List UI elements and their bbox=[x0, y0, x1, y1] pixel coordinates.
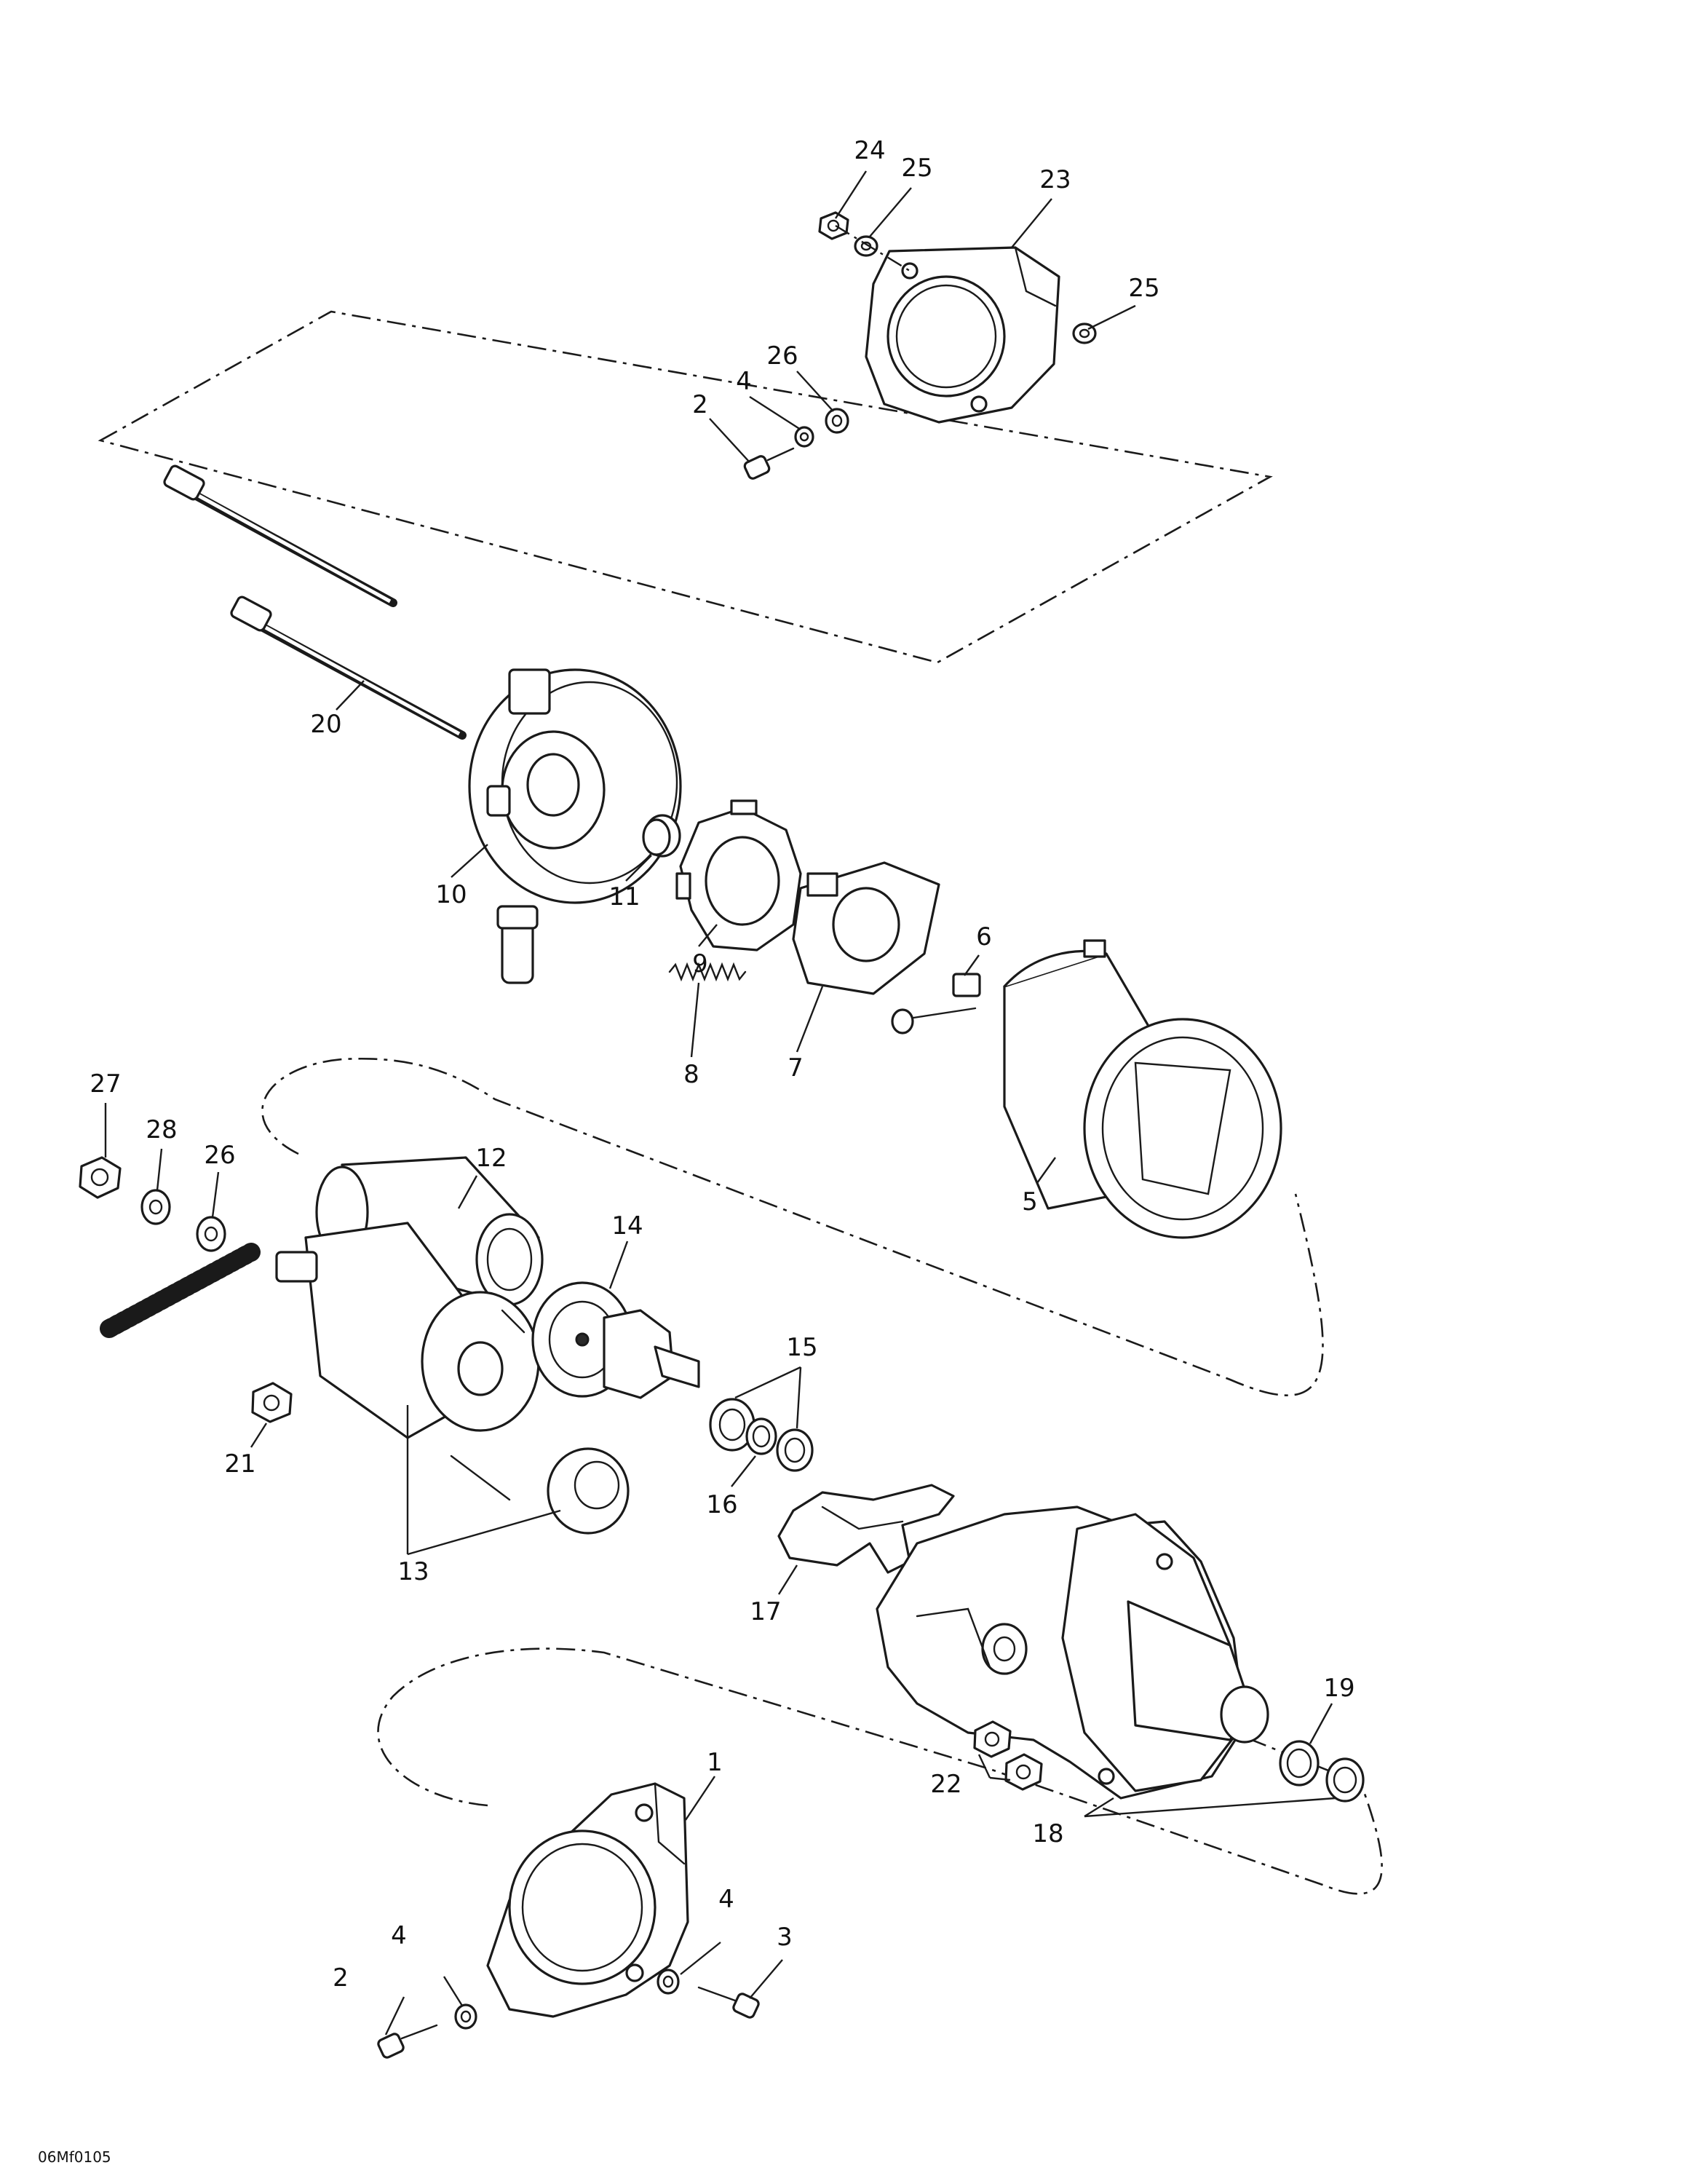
part-18-drive-housing bbox=[876, 1506, 1269, 1800]
callout-11: 11 bbox=[608, 882, 640, 911]
part-4-lockwasher-upper bbox=[794, 426, 814, 448]
callout-18: 18 bbox=[1032, 1819, 1063, 1848]
starter-assembly-outline-lower bbox=[377, 1647, 1383, 1895]
callout-25-upper: 25 bbox=[901, 154, 932, 183]
callout-25-right: 25 bbox=[1128, 274, 1159, 303]
callout-6: 6 bbox=[976, 922, 992, 951]
callout-labels: 24 25 23 25 26 4 2 20 10 11 9 8 7 6 5 27… bbox=[90, 136, 1354, 1993]
part-17-shift-lever bbox=[777, 1484, 955, 1574]
part-22-nut-upper bbox=[973, 1720, 1012, 1758]
callout-16: 16 bbox=[706, 1490, 737, 1519]
part-14-drive-pinion bbox=[531, 1281, 700, 1399]
callout-23: 23 bbox=[1039, 165, 1071, 194]
part-2-screw-lower bbox=[377, 2024, 438, 2059]
bracket-axis-line bbox=[835, 224, 911, 272]
part-26-washer-left bbox=[196, 1216, 226, 1252]
part-3-screw bbox=[697, 1986, 760, 2019]
callout-3: 3 bbox=[777, 1923, 793, 1952]
part-5-yoke-housing bbox=[1003, 939, 1282, 1239]
callout-8: 8 bbox=[683, 1060, 699, 1089]
part-20-through-bolt bbox=[230, 596, 467, 740]
callout-28: 28 bbox=[146, 1115, 177, 1144]
callout-7: 7 bbox=[788, 1053, 804, 1083]
figure-code: 06Mf0105 bbox=[38, 2148, 111, 2166]
callout-2-upper: 2 bbox=[692, 390, 708, 419]
callout-4-lower-left: 4 bbox=[391, 1921, 407, 1950]
callout-5: 5 bbox=[1022, 1187, 1038, 1216]
part-21-nut bbox=[251, 1382, 293, 1423]
part-28-washer bbox=[140, 1189, 171, 1225]
callout-27: 27 bbox=[90, 1069, 121, 1099]
part-4-washer-lower-right bbox=[656, 1969, 680, 1995]
starter-assembly-outline-upper bbox=[261, 1057, 1324, 1396]
part-15-washer bbox=[776, 1428, 814, 1472]
part-8-spring bbox=[668, 962, 747, 982]
callout-19: 19 bbox=[1323, 1674, 1354, 1703]
callout-22: 22 bbox=[930, 1770, 961, 1799]
callout-15: 15 bbox=[786, 1333, 817, 1362]
callout-2-lower: 2 bbox=[333, 1963, 349, 1993]
part-7-brush-holder bbox=[792, 861, 940, 995]
callout-24: 24 bbox=[854, 136, 885, 165]
callout-9: 9 bbox=[692, 949, 708, 978]
callout-21: 21 bbox=[224, 1449, 255, 1479]
callout-26-left: 26 bbox=[204, 1141, 235, 1170]
part-27-nut bbox=[79, 1156, 122, 1199]
part-26-washer-upper bbox=[825, 408, 849, 434]
part-13-cover bbox=[547, 1447, 630, 1535]
callout-17: 17 bbox=[750, 1597, 781, 1626]
callout-14: 14 bbox=[611, 1211, 643, 1241]
callout-26-upper: 26 bbox=[766, 341, 798, 371]
callout-4-lower-right: 4 bbox=[718, 1885, 734, 1914]
callout-20: 20 bbox=[310, 710, 341, 739]
part-6-brush bbox=[891, 973, 981, 1034]
part-2-screw-upper bbox=[743, 447, 795, 480]
callout-13: 13 bbox=[397, 1557, 429, 1586]
callout-1: 1 bbox=[707, 1748, 723, 1777]
part-13-solenoid bbox=[275, 1222, 540, 1501]
part-16-ring bbox=[745, 1417, 777, 1455]
callout-4-upper: 4 bbox=[736, 367, 752, 396]
part-15-collar bbox=[709, 1398, 755, 1452]
mounting-kit-outline bbox=[98, 310, 1273, 664]
part-23-bracket bbox=[865, 246, 1060, 424]
part-10-cap-plug bbox=[496, 905, 539, 984]
leader-lines bbox=[104, 170, 1336, 2035]
callout-12: 12 bbox=[475, 1144, 507, 1173]
part-22-nut-lower bbox=[1004, 1753, 1043, 1791]
part-9-brush-plate bbox=[675, 799, 802, 951]
part-4-washer-lower-left bbox=[454, 2003, 477, 2030]
part-24-nut bbox=[818, 211, 849, 240]
part-10-end-cap bbox=[468, 668, 682, 904]
part-19-bushing bbox=[1279, 1740, 1320, 1787]
part-1-bracket bbox=[486, 1782, 689, 2018]
threaded-stud-left bbox=[100, 1243, 261, 1338]
through-bolt-upper bbox=[163, 464, 397, 607]
part-18-seal bbox=[1325, 1757, 1365, 1803]
callout-10: 10 bbox=[435, 880, 467, 909]
part-25-washer-upper bbox=[854, 235, 878, 257]
part-11-bushing bbox=[642, 814, 681, 858]
